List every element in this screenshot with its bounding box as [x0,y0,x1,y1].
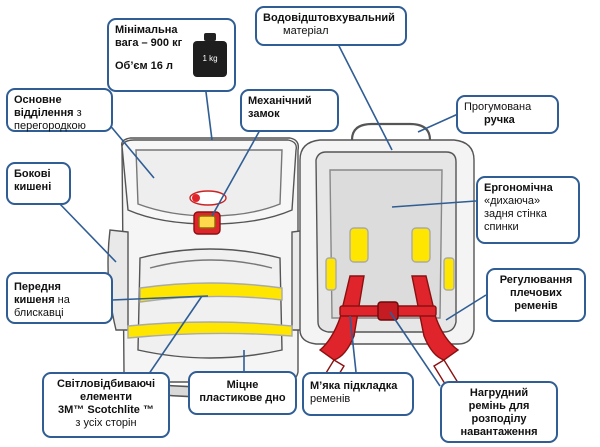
callout-waterproof: Водовідштовхувальний матеріал [255,6,407,46]
lock-line2: замок [248,108,280,120]
leader-lines [57,43,487,387]
front-regular2: блискавці [14,307,64,319]
reflective-line2: елементи [80,391,132,403]
main-bold1: Основне [14,94,62,106]
handle-regular: Прогумована [464,101,532,113]
chest-line2: ремінь для [468,400,530,412]
callout-chest-strap: Нагрудний ремінь для розподілу навантаже… [440,381,558,443]
backpack-back-view [299,122,475,393]
ergo-regular1: «дихаюча» [484,195,541,207]
callout-reflective: Світловідбиваючі елементи 3M™ Scotchlite… [42,372,170,438]
callout-strap-adjust: Регулювання плечових ременів [486,268,586,322]
bottom-line1: Міцне [226,379,259,391]
callout-padding: М’яка підкладка ременів [302,372,414,416]
callout-bottom: Міцне пластикове дно [188,371,297,415]
volume-text: Об’єм 16 л [115,60,173,72]
callout-lock: Механічний замок [240,89,339,132]
adjust-line2: плечових [509,287,563,299]
waterproof-regular: матеріал [283,25,329,37]
ergo-regular3: спинки [484,221,519,233]
callout-side-pockets: Бокові кишені [6,162,71,205]
lock-line1: Механічний [248,95,312,107]
weight-icon-label: 1 kg [193,41,227,77]
weight-line2: вага – 900 кг [115,37,183,49]
weight-line1: Мінімальна [115,24,178,36]
side-line1: Бокові [14,168,51,180]
front-bold2: кишеня [14,294,55,306]
callout-ergonomic-back: Ергономічна «дихаюча» задня стінка спинк… [476,176,580,244]
weight-icon: 1 kg [193,33,227,79]
bottom-line2: пластикове дно [199,392,286,404]
reflective-line1: Світловідбиваючі [56,378,156,390]
main-regular1: з [73,107,82,119]
ergo-bold: Ергономічна [484,182,553,194]
chest-line1: Нагрудний [469,387,529,399]
chest-line3: розподілу [471,413,527,425]
main-bold2: відділення [14,107,74,119]
padding-bold: М’яка підкладка [310,380,398,392]
front-regular1: на [54,294,70,306]
main-regular2: перегородкою [14,120,86,132]
handle-bold: ручка [484,114,515,126]
adjust-line3: ременів [514,300,558,312]
front-bold1: Передня [14,281,61,293]
reflective-line3: 3M™ Scotchlite ™ [58,404,154,416]
padding-regular: ременів [310,393,351,405]
chest-line4: навантаження [460,426,538,438]
callout-main-compartment: Основне відділення з перегородкою [6,88,113,132]
backpack-front-view [107,137,312,398]
ergo-regular2: задня стінка [484,208,547,220]
reflective-line4: з усіх сторін [75,417,137,429]
adjust-line1: Регулювання [499,274,573,286]
side-line2: кишені [14,181,52,193]
waterproof-bold: Водовідштовхувальний [263,12,395,24]
callout-handle: Прогумована ручка [456,95,559,134]
callout-front-pocket: Передня кишеня на блискавці [6,272,113,324]
